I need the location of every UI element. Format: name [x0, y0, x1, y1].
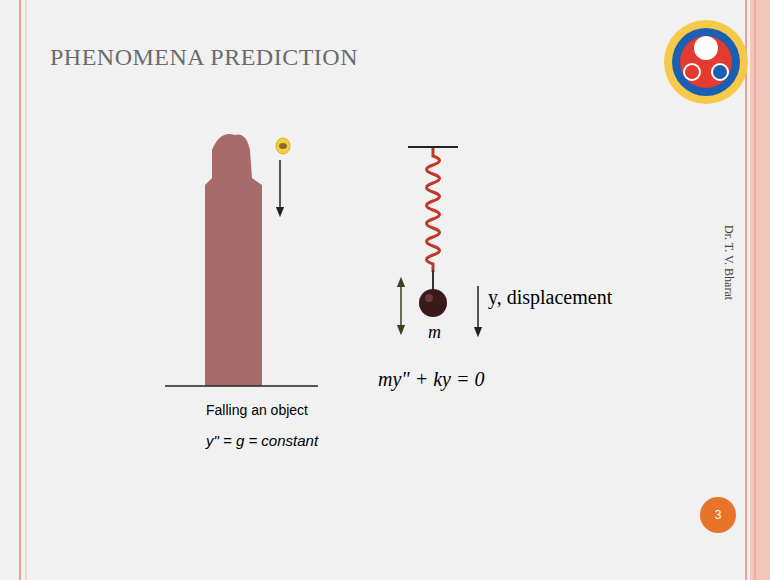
falling-object — [276, 138, 290, 154]
slide-title: PHENOMENA PREDICTION — [50, 44, 358, 71]
equation: y" = g = constant — [206, 432, 318, 449]
frame-line — [755, 0, 756, 580]
frame-line — [26, 0, 27, 580]
oscillation-arrow — [400, 282, 402, 330]
equation: my" + ky = 0 — [378, 368, 484, 391]
author-note: Dr. T. V. Bharat — [721, 224, 736, 299]
side-band — [750, 0, 770, 580]
ground-line — [165, 385, 318, 387]
slide-number: 3 — [715, 508, 722, 522]
frame-line — [745, 0, 747, 580]
mass-label: m — [428, 322, 441, 343]
axis-label: y, displacement — [488, 286, 612, 309]
spring-coil — [427, 148, 440, 272]
frame-line — [19, 0, 21, 580]
fall-arrow — [279, 160, 281, 212]
rod — [432, 270, 434, 292]
tower — [205, 134, 262, 386]
slide-number-badge: 3 — [700, 497, 736, 533]
caption-text: Falling an object — [206, 402, 308, 418]
support — [408, 146, 458, 148]
mass — [419, 289, 447, 317]
institute-logo — [664, 20, 748, 104]
displacement-arrow — [477, 286, 479, 332]
